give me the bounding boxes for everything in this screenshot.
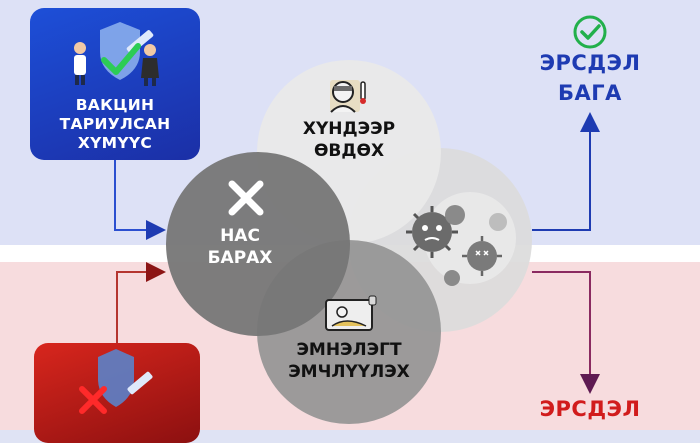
cross-icon: [228, 180, 264, 216]
flow-arrows: [114, 112, 600, 394]
unvaccinated-people-card: [34, 343, 200, 443]
low-risk-line-2: БАГА: [558, 81, 622, 105]
death-line-1: НАС: [220, 226, 260, 246]
hospital-bed-icon: [325, 295, 377, 331]
death-line-2: БАРАХ: [207, 248, 273, 268]
hospital-treatment-line-2: ЭМЧЛҮҮЛЭХ: [288, 362, 410, 382]
high-risk-label: ЭРСДЭЛ: [520, 394, 660, 424]
hospital-treatment-label: ЭМНЭЛЭГТ ЭМЧЛҮҮЛЭХ: [268, 339, 430, 383]
death-label: НАС БАРАХ: [186, 225, 294, 269]
outcomes-to-high-risk-arrow: [532, 271, 600, 394]
vaccinated-label-line-1: ВАКЦИН: [75, 96, 155, 114]
severe-illness-line-2: ӨВДӨХ: [313, 141, 385, 161]
unvaccinated-to-outcomes-arrow: [116, 262, 166, 343]
sick-person-icon: [330, 80, 366, 113]
virus-icon: [406, 192, 516, 286]
vaccinated-label-line-2: ТАРИУЛСАН: [59, 115, 171, 133]
vaccinated-people-icon: [74, 22, 159, 86]
severe-illness-label: ХҮНДЭЭР ӨВДӨХ: [268, 118, 430, 162]
outcomes-to-low-risk-arrow: [532, 112, 600, 231]
low-risk-line-1: ЭРСДЭЛ: [539, 51, 641, 75]
vaccinated-label-line-3: ХҮМҮҮС: [77, 134, 153, 152]
low-risk-label: ЭРСДЭЛ БАГА: [520, 48, 660, 108]
hospital-treatment-line-1: ЭМНЭЛЭГТ: [296, 340, 402, 360]
vaccinated-people-card: ВАКЦИН ТАРИУЛСАН ХҮМҮҮС: [30, 8, 200, 160]
circle-icons: [228, 80, 516, 331]
high-risk-line-1: ЭРСДЭЛ: [539, 397, 641, 421]
severe-illness-line-1: ХҮНДЭЭР: [302, 119, 396, 139]
unvaccinated-shield-icon: [79, 349, 153, 414]
vaccinated-to-outcomes-arrow: [114, 160, 166, 240]
